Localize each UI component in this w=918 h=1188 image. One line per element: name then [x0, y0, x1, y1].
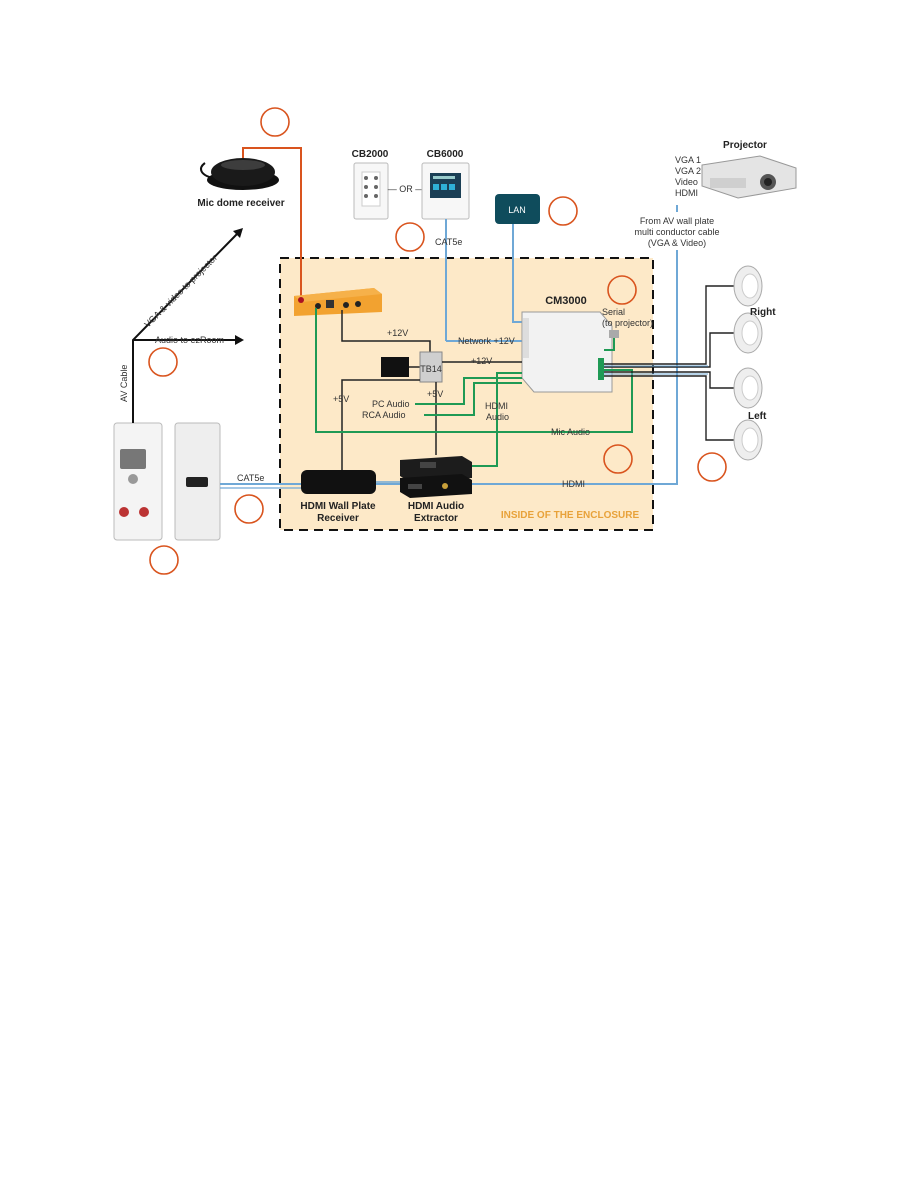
- plus12v-line-a: [341, 310, 431, 352]
- mic-dome-receiver: [200, 158, 279, 190]
- serial-label-1: Serial: [602, 307, 625, 317]
- hdmi-audio-line: [470, 372, 522, 467]
- callout-circle: [395, 222, 425, 252]
- mic-dome-label: Mic dome receiver: [197, 198, 284, 209]
- projector-input-3: Video: [675, 177, 698, 187]
- callout-circle: [697, 452, 727, 482]
- callout-circle: [548, 196, 578, 226]
- hdmi-audio-extractor-label-1: HDMI Audio: [408, 501, 464, 512]
- cat5e-bottom-label: CAT5e: [237, 473, 264, 483]
- av-wall-plate: [113, 422, 163, 541]
- left-label: Left: [748, 411, 767, 422]
- plus5v-line-a: [341, 379, 420, 470]
- lan-box: [495, 194, 540, 224]
- hdmi-label: HDMI: [562, 479, 585, 489]
- pc-audio-label: PC Audio: [372, 399, 410, 409]
- cat5e-top-label: CAT5e: [435, 237, 462, 247]
- callout-circle: [149, 545, 179, 575]
- callout-circles: [148, 107, 727, 575]
- mic-audio-label: Mic Audio: [551, 427, 590, 437]
- callout-circle: [607, 275, 637, 305]
- mic-dome-cable: [200, 162, 214, 179]
- tb14-label: TB14: [420, 364, 442, 374]
- control-processor: [294, 288, 382, 316]
- plus5v-label-b: +5V: [427, 389, 443, 399]
- network-12v-label: Network +12V: [458, 336, 515, 346]
- speaker-right-top: [733, 265, 763, 307]
- callout-circle: [260, 107, 290, 137]
- projector-arrow-head: [233, 228, 243, 238]
- callout-circle: [234, 494, 264, 524]
- hdmi-wall-plate-receiver-label-1: HDMI Wall Plate: [300, 501, 376, 512]
- projector-device: [701, 155, 797, 199]
- speaker-left-top: [733, 367, 763, 409]
- speaker-wiring: [604, 285, 740, 441]
- pc-audio-line: [415, 377, 522, 405]
- audio-to-ezroom-label: Audio to ezRoom: [155, 335, 224, 345]
- hdmi-audio-extractor: [400, 456, 472, 498]
- mic-dome-highlight: [221, 160, 265, 170]
- from-av-plate-line3: (VGA & Video): [648, 238, 706, 248]
- right-label: Right: [750, 307, 776, 318]
- hdmi-audio-label-1: HDMI: [485, 401, 508, 411]
- cb6000-label: CB6000: [427, 149, 464, 160]
- hdmi-audio-extractor-label-2: Extractor: [414, 513, 458, 524]
- hdmi-wall-plate-receiver-label-2: Receiver: [317, 513, 359, 524]
- hdmi-audio-label-2: Audio: [486, 412, 509, 422]
- rca-audio-label: RCA Audio: [362, 410, 406, 420]
- speaker-wiring-blue: [604, 365, 708, 375]
- plus5v-label-a: +5V: [333, 394, 349, 404]
- cm3000-controller: [521, 311, 613, 393]
- cb2000-keypad: [353, 162, 389, 220]
- from-av-plate-line2: multi conductor cable: [634, 227, 719, 237]
- hdmi-to-projector-line: [376, 250, 678, 485]
- ezroom-arrow-head: [235, 335, 244, 345]
- speaker-right-bottom: [733, 312, 763, 354]
- or-label: — OR —: [388, 184, 425, 194]
- cm3000-label: CM3000: [545, 295, 587, 307]
- mic-audio-line: [315, 308, 633, 433]
- power-supply: [381, 357, 409, 377]
- cb6000-touchpanel: [421, 162, 470, 220]
- projector-label: Projector: [723, 140, 767, 151]
- speaker-left-bottom: [733, 419, 763, 461]
- cb2000-label: CB2000: [352, 149, 389, 160]
- vga-video-label: VGA & video to projector: [142, 253, 219, 330]
- hdmi-wall-plate-receiver: [301, 470, 376, 494]
- callout-circle: [603, 444, 633, 474]
- serial-label-2: (to projector): [602, 318, 653, 328]
- plus12v-label-b: +12V: [471, 356, 492, 366]
- tb14-block: [419, 351, 443, 383]
- serial-connector: [609, 330, 619, 338]
- inside-enclosure-label: INSIDE OF THE ENCLOSURE: [501, 510, 640, 521]
- hdmi-wall-plate: [174, 422, 221, 541]
- projector-input-4: HDMI: [675, 188, 698, 198]
- mic-line: [242, 147, 302, 296]
- lan-label: LAN: [508, 205, 526, 215]
- projector-input-2: VGA 2: [675, 166, 701, 176]
- plus12v-label-a: +12V: [387, 328, 408, 338]
- from-av-plate-line1: From AV wall plate: [640, 216, 714, 226]
- serial-line: [604, 338, 615, 351]
- callout-circle: [148, 347, 178, 377]
- av-cable-label: AV Cable: [119, 365, 129, 402]
- projector-input-1: VGA 1: [675, 155, 701, 165]
